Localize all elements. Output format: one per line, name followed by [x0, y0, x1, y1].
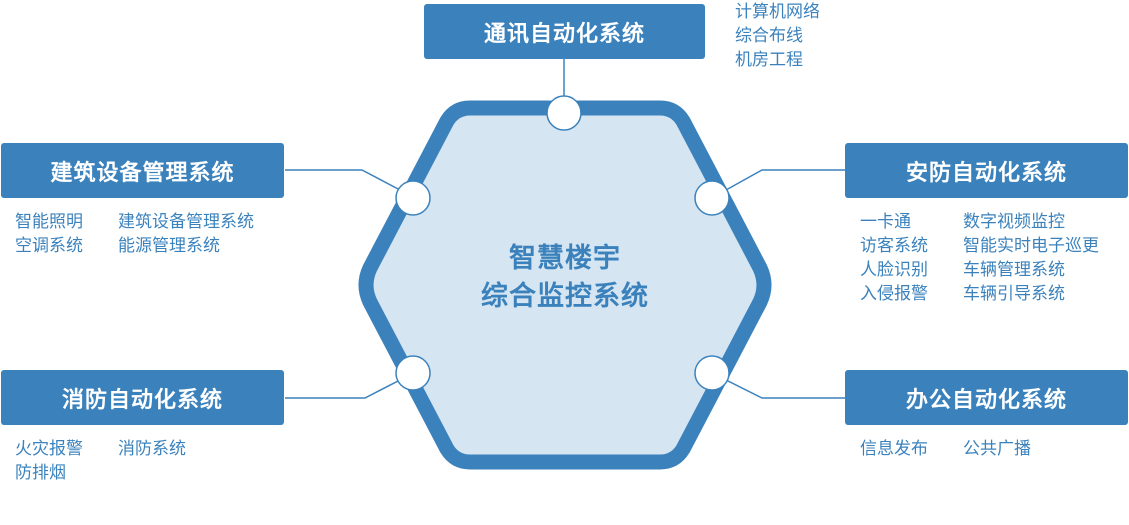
center-title-line1: 智慧楼宇 — [509, 243, 621, 274]
communication-items: 计算机网络 综合布线 机房工程 — [735, 0, 820, 72]
center-title-line2: 综合监控系统 — [481, 281, 649, 312]
communication-system-box: 通讯自动化系统 — [424, 4, 705, 59]
list-item: 智能照明 — [15, 212, 83, 232]
list-item: 机房工程 — [735, 50, 803, 70]
fire-items: 火灾报警 消防系统 防排烟 — [15, 437, 186, 485]
list-item: 车辆引导系统 — [963, 284, 1065, 304]
list-item: 建筑设备管理系统 — [118, 212, 254, 232]
list-item: 能源管理系统 — [118, 236, 220, 256]
central-hexagon — [358, 100, 772, 470]
list-item: 入侵报警 — [860, 284, 928, 304]
list-item: 一卡通 — [860, 212, 911, 232]
list-item: 车辆管理系统 — [963, 260, 1065, 280]
node-building — [395, 180, 431, 216]
node-fire — [395, 355, 431, 391]
connector-security — [725, 169, 845, 191]
list-item: 访客系统 — [860, 236, 928, 256]
fire-system-box: 消防自动化系统 — [1, 370, 284, 425]
list-item: 数字视频监控 — [963, 212, 1065, 232]
node-office — [694, 355, 730, 391]
list-item: 智能实时电子巡更 — [963, 236, 1099, 256]
list-item: 人脸识别 — [860, 260, 928, 280]
list-item: 空调系统 — [15, 236, 83, 256]
connector-fire — [285, 379, 401, 399]
node-top — [546, 95, 582, 131]
office-system-box: 办公自动化系统 — [845, 370, 1128, 425]
building-items: 智能照明 建筑设备管理系统 空调系统 能源管理系统 — [15, 210, 254, 258]
node-security — [694, 180, 730, 216]
security-system-box: 安防自动化系统 — [845, 143, 1128, 198]
list-item: 信息发布 — [860, 439, 928, 459]
list-item: 计算机网络 — [735, 2, 820, 22]
connector-building — [285, 169, 401, 191]
list-item: 消防系统 — [118, 439, 186, 459]
center-title: 智慧楼宇 综合监控系统 — [420, 240, 710, 316]
connector-office — [725, 379, 845, 399]
office-items: 信息发布 公共广播 — [860, 437, 1031, 461]
list-item: 火灾报警 — [15, 439, 83, 459]
security-items: 一卡通 数字视频监控 访客系统 智能实时电子巡更 人脸识别 车辆管理系统 入侵报警 车辆… — [860, 210, 1099, 306]
list-item: 公共广播 — [963, 439, 1031, 459]
list-item: 防排烟 — [15, 463, 66, 483]
list-item: 综合布线 — [735, 26, 803, 46]
building-system-box: 建筑设备管理系统 — [1, 143, 284, 198]
